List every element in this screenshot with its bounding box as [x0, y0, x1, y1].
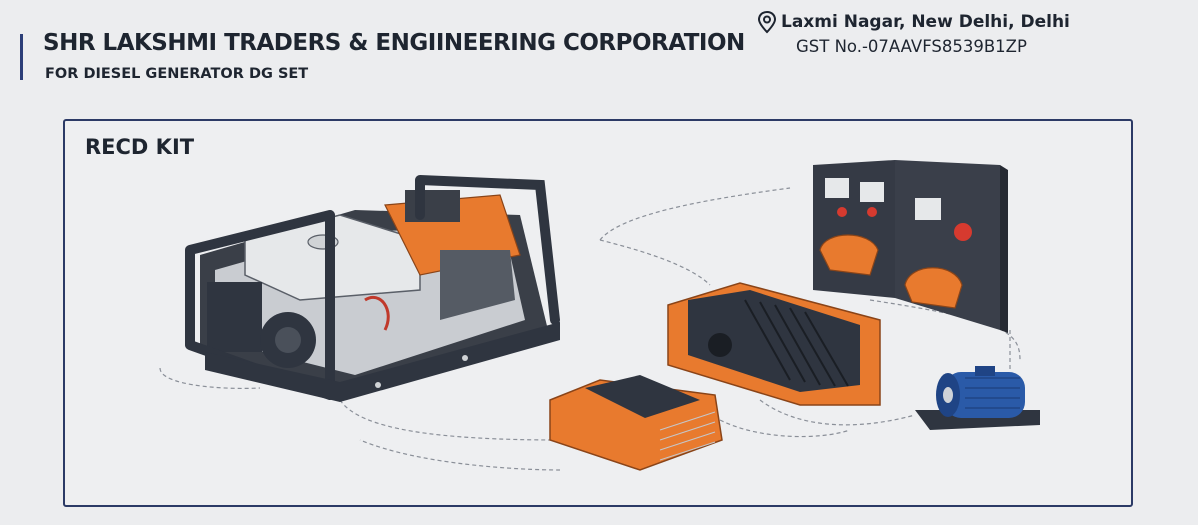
recd-filter-small-icon: [549, 375, 723, 471]
company-title: SHR LAKSHMI TRADERS & ENGIINEERING CORPO…: [43, 30, 745, 56]
company-subtitle: FOR DIESEL GENERATOR DG SET: [45, 66, 309, 82]
control-panel-icon: [813, 160, 1008, 333]
header-accent-bar: [20, 34, 23, 80]
panel-title: RECD KIT: [85, 135, 195, 159]
address-text: Laxmi Nagar, New Delhi, Delhi: [781, 12, 1070, 32]
address-line: Laxmi Nagar, New Delhi, Delhi: [756, 10, 1070, 34]
recd-filter-large-icon: [667, 282, 881, 406]
diesel-generator-icon: [185, 175, 560, 402]
map-pin-icon: [757, 10, 777, 34]
gst-number: GST No.-07AAVFS8539B1ZP: [796, 37, 1027, 56]
electric-motor-icon: [915, 366, 1040, 430]
